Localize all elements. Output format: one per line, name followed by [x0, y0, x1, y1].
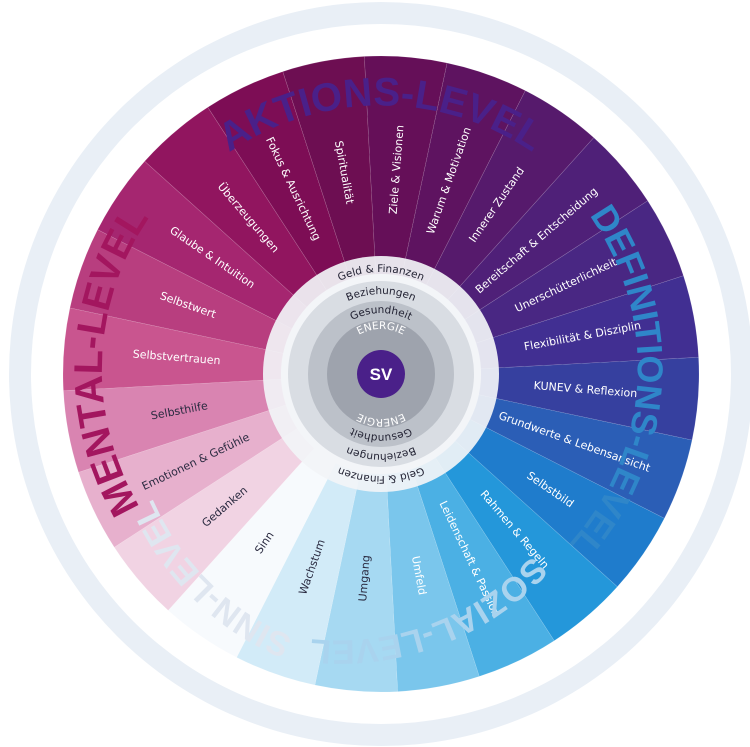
- ring-label-middle-bottom: Beziehungen: [344, 444, 417, 463]
- segment-label: Umgang: [356, 555, 373, 602]
- ring-label-core-bottom: ENERGIE: [355, 411, 407, 429]
- center-label: SV: [370, 365, 393, 384]
- ring-label-inner-top: Gesundheit: [348, 304, 414, 323]
- ring-label-core-top: ENERGIE: [355, 320, 407, 338]
- center-badge: [357, 350, 405, 398]
- ring-label-middle-top: Beziehungen: [344, 285, 417, 304]
- ring-label-inner-bottom: Gesundheit: [348, 425, 414, 444]
